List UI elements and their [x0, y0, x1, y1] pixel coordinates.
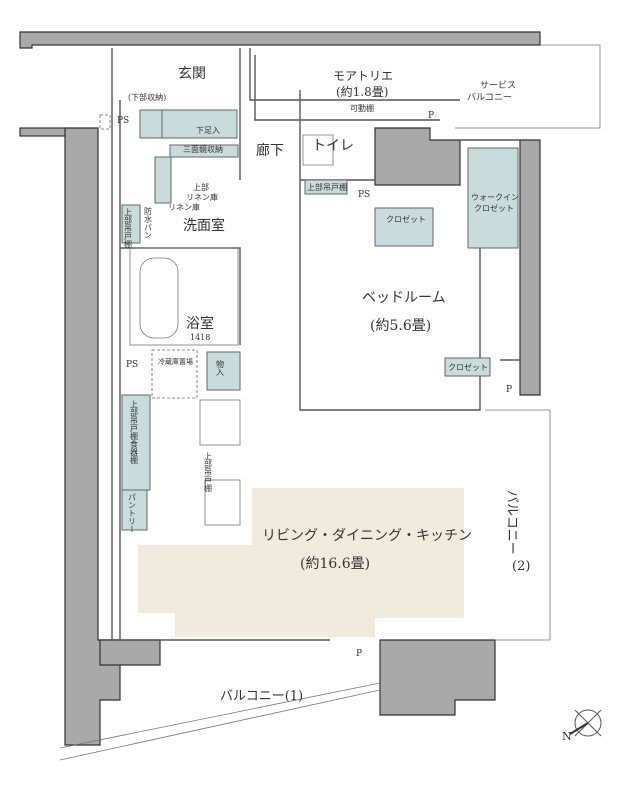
balcony-2-num: (2)	[512, 559, 530, 574]
ldk-label: リビング・ダイニング・キッチン	[262, 528, 472, 544]
top-wall	[19, 31, 541, 49]
closet-label: クロゼット	[386, 214, 426, 224]
service-balcony-outline	[455, 44, 601, 129]
ledge	[19, 127, 66, 137]
balcony-1-outline	[59, 682, 381, 761]
ps-label-entrance: PS	[117, 116, 129, 126]
pantry	[121, 489, 148, 531]
lower-storage-label: (下部収納)	[128, 92, 166, 102]
bottom-wall-right	[379, 639, 496, 716]
p-label-living: P	[356, 649, 362, 659]
ps-shaft	[99, 114, 111, 130]
upper-cabinet	[121, 204, 141, 244]
closet	[374, 207, 434, 247]
center-wall	[374, 127, 541, 396]
waterproof-pan-label: 防水パン	[144, 206, 153, 239]
toilet-cabinet-label: 上部吊戸棚	[307, 182, 347, 192]
balcony-2-label: バルコニー	[504, 490, 519, 555]
ps-label-toilet: PS	[358, 190, 370, 200]
linen-upper-label-2: リネン庫	[186, 192, 218, 202]
sink	[204, 479, 241, 526]
bathroom-label: 浴室	[186, 315, 214, 332]
small-closet	[444, 357, 491, 377]
walkin-label-1: ウォークイン	[471, 193, 519, 202]
pantry-label: パントリー	[128, 493, 137, 533]
compass-icon	[569, 709, 602, 737]
fridge-label: 冷蔵庫置場	[158, 357, 193, 366]
linen-label: リネン庫	[168, 202, 200, 212]
atelier-size: (約1.8畳)	[336, 84, 388, 99]
north-label: N	[562, 730, 572, 743]
walkin-label-2: クロゼット	[474, 203, 514, 213]
ps-label-kitchen: PS	[126, 360, 138, 370]
mirror-storage-label: 三面鏡収納	[183, 144, 223, 154]
storage-label: 物入	[216, 359, 225, 376]
bottom-wall-left	[99, 639, 161, 666]
bath-size-label: 1418	[190, 333, 210, 342]
toilet-fixture	[302, 134, 334, 166]
balcony-2-outline	[485, 409, 551, 641]
toilet-cabinet	[304, 179, 348, 195]
storage-closet	[206, 351, 241, 391]
bedroom-size: (約5.6畳)	[370, 318, 431, 334]
ldk-floor	[138, 488, 464, 637]
linen-upper-label-1: 上部	[193, 182, 209, 192]
balcony-1-label: バルコニー(1)	[220, 689, 303, 704]
p-label-atelier: P	[428, 111, 434, 121]
shoe-closet	[161, 109, 238, 139]
small-closet-label: クロゼット	[448, 362, 488, 372]
toilet-label: トイレ	[312, 138, 354, 154]
washroom-label: 洗面室	[183, 217, 225, 234]
service-balcony-label-1: サービス	[480, 80, 516, 91]
shoe-closet-label: 下足入	[196, 126, 220, 135]
mirror-storage	[169, 144, 239, 158]
entrance-label: 玄関	[178, 65, 206, 82]
ldk-size: (約16.6畳)	[300, 556, 370, 572]
bedroom-label: ベッドルーム	[362, 290, 446, 306]
lower-storage	[139, 109, 163, 139]
upper-cabinet-label: 上部吊戸棚	[124, 208, 133, 249]
stove	[199, 399, 241, 446]
dish-cabinet-label: 上部吊戸棚食器棚	[130, 400, 139, 465]
walk-in-closet	[467, 147, 519, 249]
fridge-space	[151, 349, 198, 399]
movable-shelf-label: 可動棚	[350, 103, 374, 113]
bathroom-outline	[129, 247, 239, 346]
kitchen-cabinet-label: 上部吊戸棚	[204, 452, 213, 493]
hallway-label: 廊下	[256, 142, 284, 159]
p-label-bedroom: P	[506, 385, 512, 395]
bathtub	[139, 257, 179, 339]
atelier-label: モアトリエ	[333, 69, 393, 83]
linen-closet	[154, 156, 172, 204]
service-balcony-label-2: バルコニー	[467, 92, 512, 103]
